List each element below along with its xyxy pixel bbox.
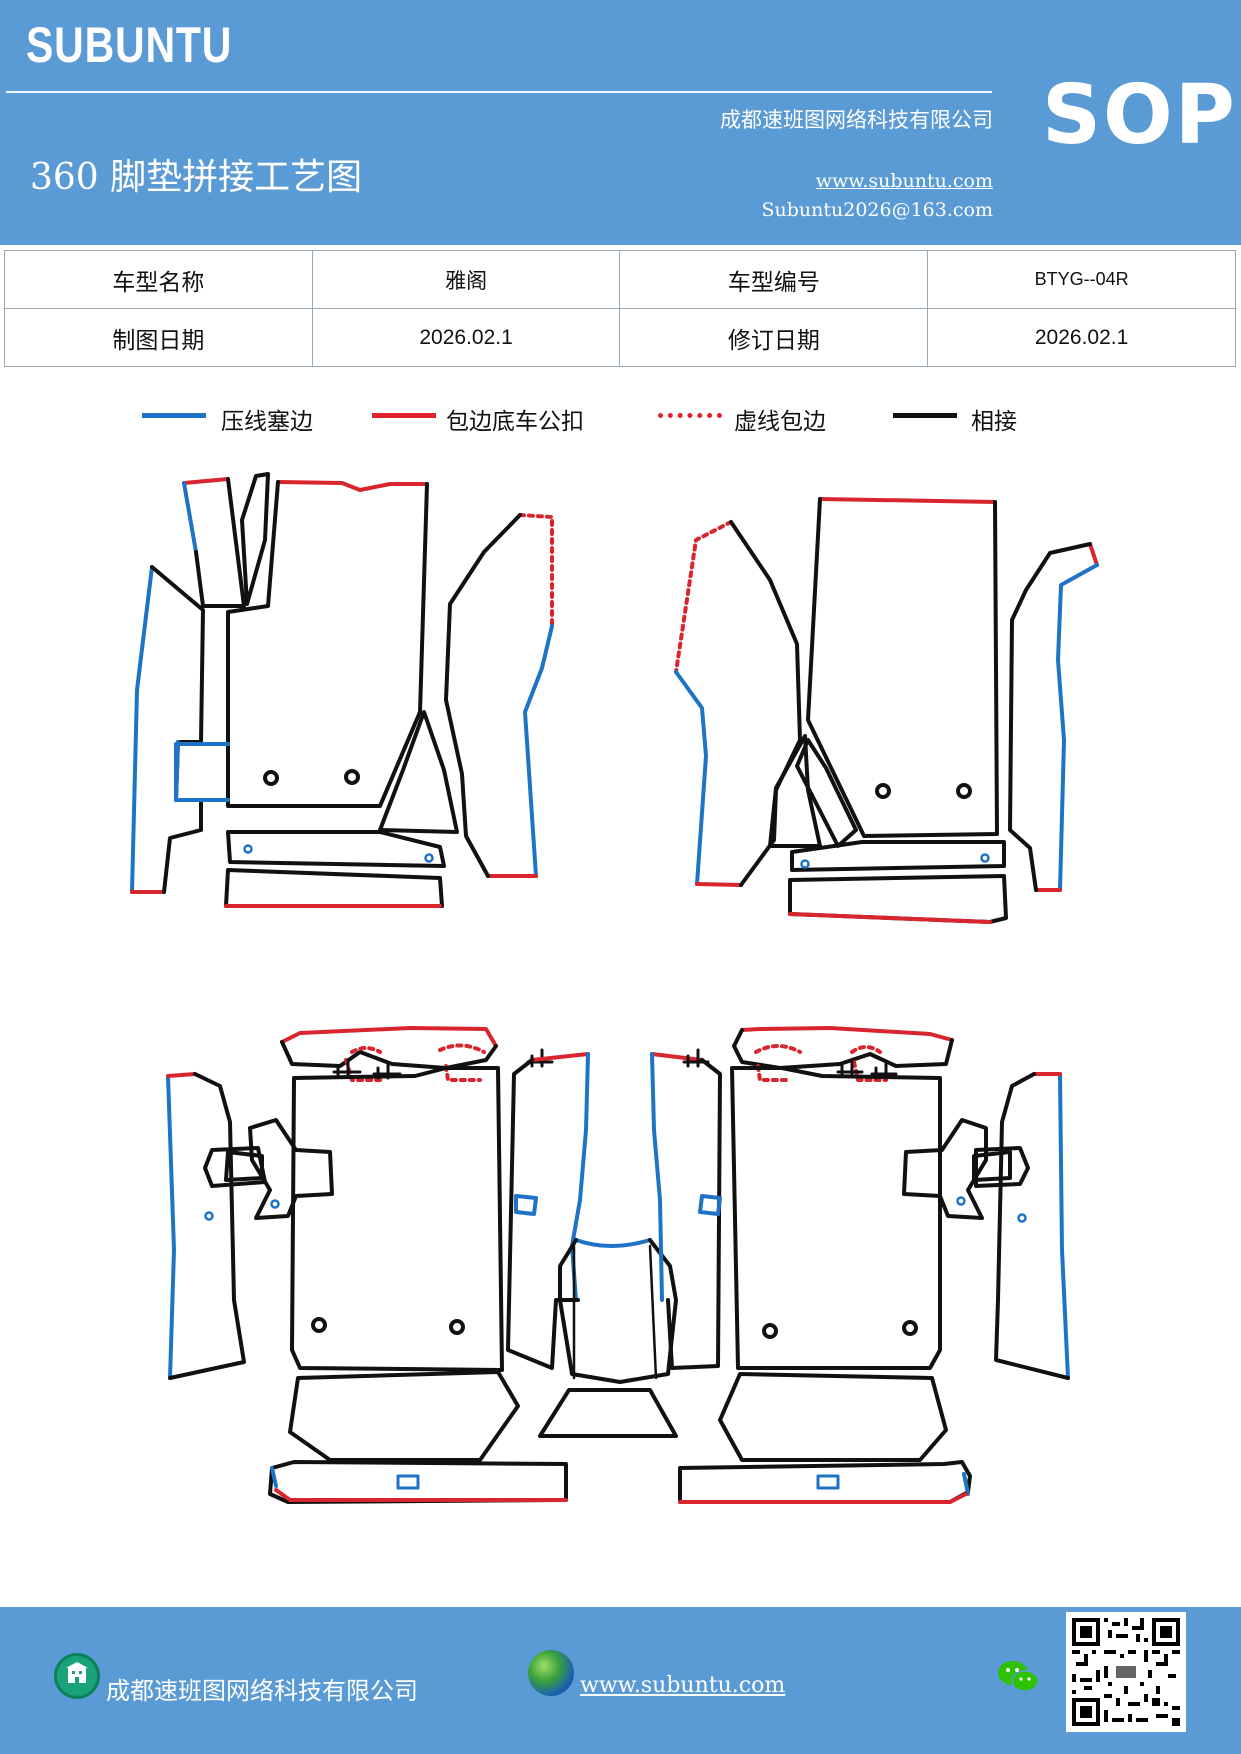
legend-label: 包边底车公扣	[446, 409, 584, 435]
page-footer: 成都速班图网络科技有限公司 www.subuntu.com	[0, 1607, 1241, 1754]
legend-swatch-blue	[142, 413, 206, 418]
floor-mat-diagram	[0, 455, 1241, 1585]
qr-code[interactable]	[1066, 1612, 1186, 1732]
table-row: 车型名称 雅阁 车型编号 BTYG--04R	[4, 250, 1236, 309]
document-title: 360 脚垫拼接工艺图	[30, 157, 363, 198]
vehicle-info-table: 车型名称 雅阁 车型编号 BTYG--04R 制图日期 2026.02.1 修订…	[4, 250, 1236, 367]
revise-date-value: 2026.02.1	[927, 308, 1236, 367]
model-code-label: 车型编号	[619, 250, 929, 309]
draw-date-label: 制图日期	[4, 308, 313, 367]
front-right-mat-group	[674, 497, 1099, 924]
sop-badge: SOP	[1042, 68, 1237, 163]
draw-date-value: 2026.02.1	[311, 308, 621, 367]
front-left-mat-group	[130, 472, 554, 908]
legend-label: 相接	[971, 409, 1017, 435]
legend-swatch-red	[372, 413, 436, 418]
footer-website-link[interactable]: www.subuntu.com	[580, 1673, 786, 1698]
table-row: 制图日期 2026.02.1 修订日期 2026.02.1	[4, 308, 1236, 367]
legend-swatch-red-dotted	[658, 413, 722, 418]
header-company: 成都速班图网络科技有限公司	[720, 108, 993, 132]
wechat-icon[interactable]	[996, 1657, 1042, 1697]
model-name-value: 雅阁	[311, 250, 621, 309]
edge-legend: 压线塞边 包边底车公扣 虚线包边 相接	[0, 400, 1241, 440]
rear-left-mat-group	[166, 1026, 590, 1504]
revise-date-label: 修订日期	[619, 308, 929, 367]
header-website-link[interactable]: www.subuntu.com	[815, 170, 993, 192]
mat-pattern-svg	[130, 472, 1099, 1504]
brand-logo: SUBUNTU	[26, 17, 233, 73]
globe-icon	[528, 1650, 574, 1696]
model-name-label: 车型名称	[4, 250, 313, 309]
page-header: SUBUNTU 成都速班图网络科技有限公司 360 脚垫拼接工艺图 www.su…	[0, 0, 1241, 245]
legend-label: 压线塞边	[221, 409, 313, 435]
footer-company: 成都速班图网络科技有限公司	[106, 1677, 418, 1705]
rear-center-mat-group	[538, 1238, 678, 1438]
rear-right-mat-group	[650, 1026, 1070, 1504]
model-code-value: BTYG--04R	[927, 250, 1236, 309]
legend-label: 虚线包边	[734, 409, 826, 435]
header-divider	[6, 91, 992, 93]
header-email: Subuntu2026@163.com	[761, 199, 993, 221]
building-icon	[54, 1653, 100, 1699]
legend-swatch-black	[893, 413, 957, 418]
